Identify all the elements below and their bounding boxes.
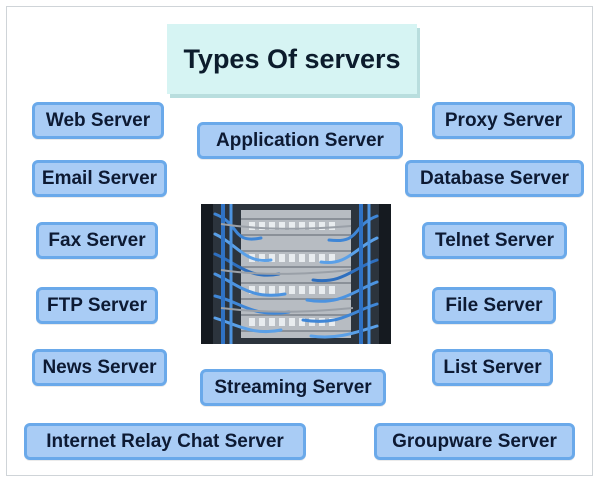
telnet-server-label: Telnet Server — [422, 222, 567, 259]
fax-server-label: Fax Server — [36, 222, 158, 259]
page-title: Types Of servers — [167, 24, 417, 94]
file-server-label: File Server — [432, 287, 556, 324]
ftp-server-label: FTP Server — [36, 287, 158, 324]
proxy-server-label: Proxy Server — [432, 102, 575, 139]
list-server-label: List Server — [432, 349, 553, 386]
groupware-server-label: Groupware Server — [374, 423, 575, 460]
database-server-label: Database Server — [405, 160, 584, 197]
news-server-label: News Server — [32, 349, 167, 386]
streaming-server-label: Streaming Server — [200, 369, 386, 406]
web-server-label: Web Server — [32, 102, 164, 139]
application-server-label: Application Server — [197, 122, 403, 159]
server-rack-photo — [201, 204, 391, 344]
irc-server-label: Internet Relay Chat Server — [24, 423, 306, 460]
email-server-label: Email Server — [32, 160, 167, 197]
